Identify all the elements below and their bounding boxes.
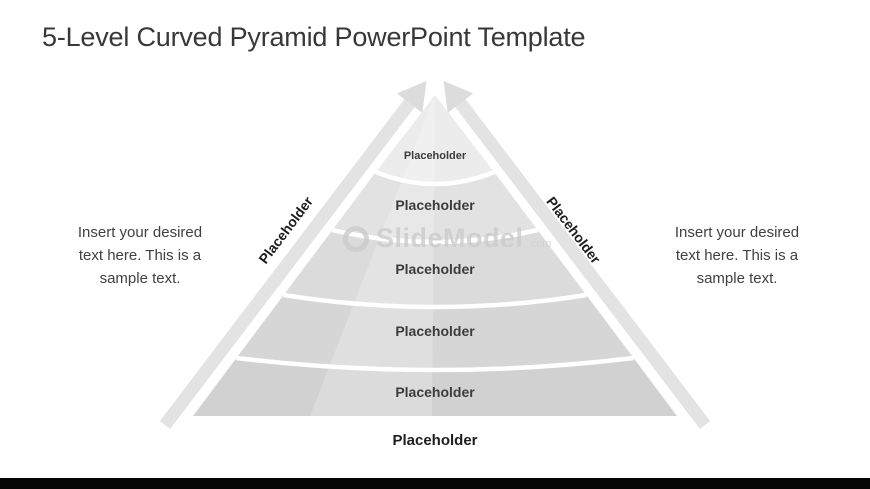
level-divider-1	[374, 169, 496, 187]
bottom-bar	[0, 478, 870, 489]
right-description-text: Insert your desired text here. This is a…	[674, 224, 800, 287]
pyramid-segment-5	[193, 358, 677, 416]
page-title: 5-Level Curved Pyramid PowerPoint Templa…	[42, 22, 586, 52]
pyramid-sheen	[310, 95, 435, 416]
left-arrow	[159, 80, 427, 429]
pyramid-segment-2	[332, 172, 538, 242]
pyramid-segment-1	[375, 95, 495, 184]
watermark: SlideModel .com	[343, 223, 551, 254]
left-description-text: Insert your desired text here. This is a…	[77, 224, 203, 287]
level-divider-4	[236, 355, 634, 373]
pyramid-level-label: Placeholder	[395, 323, 475, 339]
level-divider-3	[283, 292, 587, 310]
watermark-text: SlideModel	[376, 223, 524, 253]
pyramid-level-label: Placeholder	[403, 150, 467, 162]
right-arrow	[443, 80, 711, 429]
pyramid-level-label: Placeholder	[395, 261, 475, 277]
watermark-suffix: .com	[527, 238, 552, 250]
pyramid-level-label: Placeholder	[395, 384, 475, 400]
pyramid-segment-4	[236, 295, 634, 370]
pyramid-level-label: Placeholder	[395, 197, 475, 213]
pyramid-base-label: Placeholder	[392, 432, 478, 449]
slidemodel-logo-icon	[343, 225, 369, 252]
